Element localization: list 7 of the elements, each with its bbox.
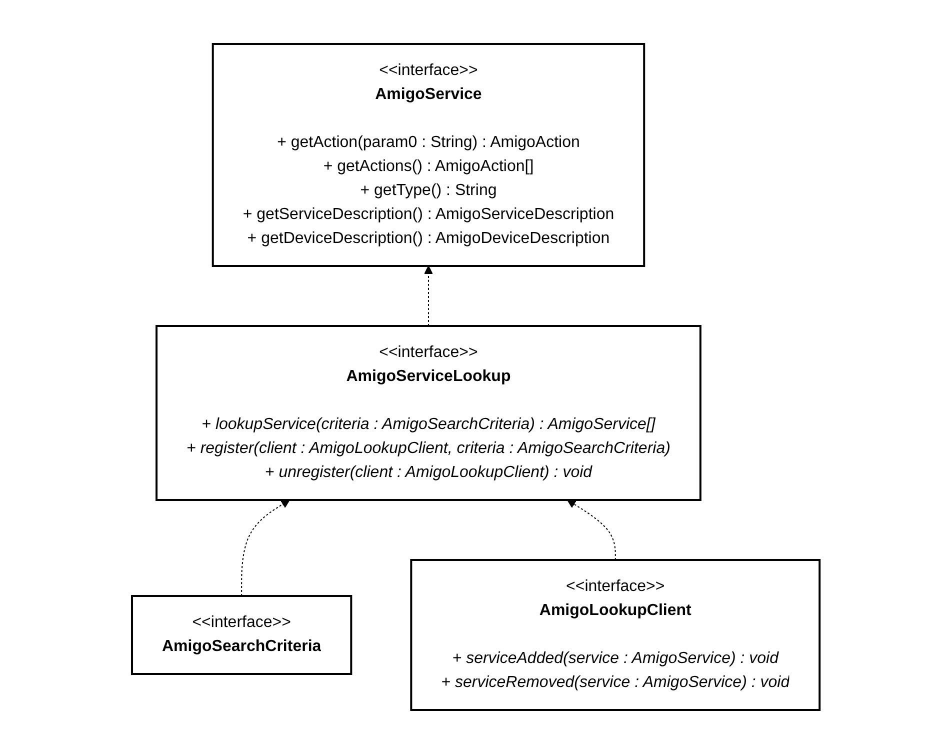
arrow [567, 500, 616, 560]
node-box: <<interface>> AmigoLookupClient + serviceAdded(service : AmigoService) : void + serviceRemoved(service : AmigoService) : void [410, 559, 821, 711]
node-box: <<interface>> AmigoServiceLookup + lookupService(criteria : AmigoSearchCriteria) : AmigoService[] + register(client : AmigoLookupClient, criteria : AmigoSearchCriteria) + unregister(client : AmigoLookupClient) : void [156, 325, 702, 501]
node-box: <<interface>> AmigoService + getAction(param0 : String) : AmigoAction + getActions() : AmigoAction[] + getType() : String + getServiceDescription() : AmigoServiceDescription + getDeviceDescription() : AmigoDeviceDescription [212, 43, 646, 267]
node-box: <<interface>> AmigoSearchCriteria [131, 595, 352, 675]
arrow [424, 266, 434, 326]
arrow [241, 500, 290, 596]
